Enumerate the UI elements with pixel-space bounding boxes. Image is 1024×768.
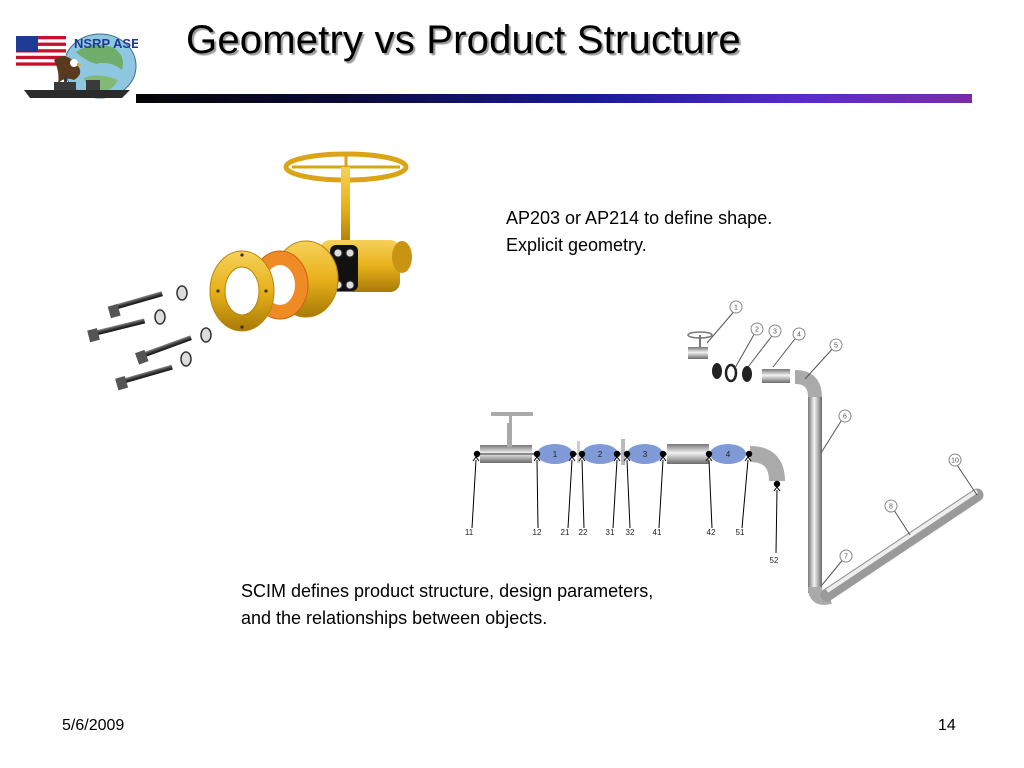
assembly-gasket-icon	[724, 363, 738, 383]
segment-4	[710, 444, 746, 464]
segment-label: 1	[553, 450, 558, 459]
assembly-elbow-icon	[794, 370, 822, 398]
eagle-icon	[54, 56, 82, 84]
piping-schematic-diagram: 1 2 3 4 5 6 7 8 10 1 2 3 4	[465, 300, 984, 605]
port-label: 11	[465, 528, 474, 537]
port-label: 32	[626, 528, 635, 537]
port-label: 51	[736, 528, 745, 537]
port-label: 31	[606, 528, 615, 537]
geometry-note: AP203 or AP214 to define shape. Explicit…	[506, 205, 866, 259]
footer-date: 5/6/2009	[62, 717, 125, 734]
segment-1	[537, 444, 573, 464]
schematic-elbow-icon	[749, 446, 785, 482]
callout-label: 6	[843, 414, 847, 421]
callout-label: 2	[755, 327, 759, 334]
segment-label: 3	[643, 450, 648, 459]
diagonal-pipe-icon	[820, 488, 984, 602]
segment-3	[627, 444, 663, 464]
nut-icon	[154, 285, 212, 367]
small-valve-icon	[688, 347, 708, 359]
slide-title: Geometry vs Product Structure	[186, 18, 741, 62]
assembly-flange-icon	[712, 363, 722, 379]
assembly-spool-icon	[762, 369, 790, 383]
callout-label: 1	[734, 305, 738, 312]
exploded-valve-illustration	[87, 151, 412, 391]
port-label: 42	[707, 528, 716, 537]
port-label: 52	[770, 556, 779, 565]
schematic-spool-icon	[667, 444, 709, 464]
ship-icon	[24, 76, 130, 98]
port-label: 12	[533, 528, 542, 537]
product-structure-schematic: 1 2 3 4	[465, 412, 785, 565]
page-number: 14	[938, 717, 956, 734]
geometry-note-text: AP203 or AP214 to define shape. Explicit…	[506, 208, 773, 255]
port-label: 41	[653, 528, 662, 537]
port-label: 22	[579, 528, 588, 537]
callout-label: 5	[834, 343, 838, 350]
vertical-pipe-icon	[808, 397, 822, 593]
handwheel-icon	[283, 151, 409, 247]
structure-note: SCIM defines product structure, design p…	[241, 581, 654, 628]
title-underline-bar	[136, 94, 972, 103]
segment-label: 2	[598, 450, 603, 459]
us-flag-icon	[16, 36, 66, 66]
segment-2	[582, 444, 618, 464]
port-label: 21	[561, 528, 570, 537]
flange-icon	[209, 250, 275, 332]
callout-label: 3	[773, 329, 777, 336]
pipe-assembly-illustration: 1 2 3 4 5 6 7 8 10	[687, 300, 984, 605]
logo-text: NSRP ASE	[74, 36, 138, 51]
nsrp-ase-logo: NSRP ASE	[16, 33, 138, 99]
segment-label: 4	[726, 450, 731, 459]
callout-label: 4	[797, 332, 801, 339]
bolt-icon	[87, 291, 192, 391]
callout-label: 7	[844, 554, 848, 561]
callout-label: 8	[889, 504, 893, 511]
callout-label: 10	[951, 458, 959, 465]
